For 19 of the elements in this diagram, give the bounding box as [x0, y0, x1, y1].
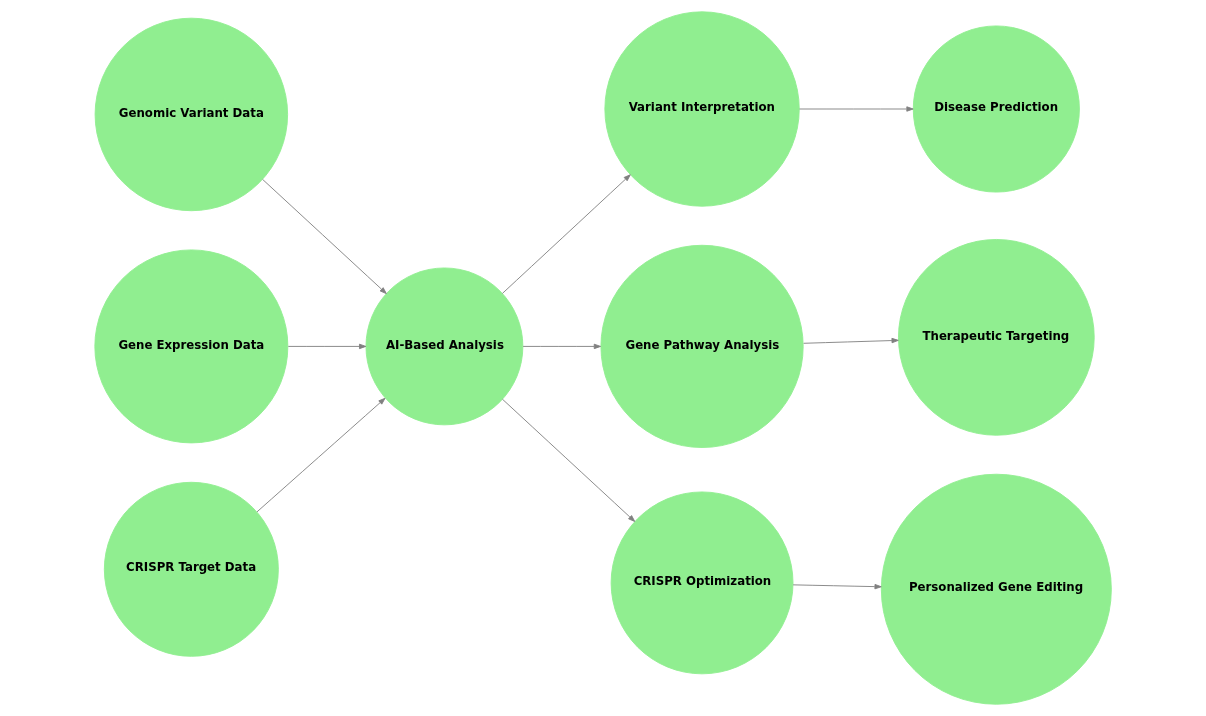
arrow [501, 398, 636, 522]
node-circle: Genomic Variant Data [94, 17, 289, 212]
arrow [262, 178, 387, 295]
node-circle: Variant Interpretation [604, 11, 800, 207]
arrow [287, 343, 367, 350]
arrow [501, 174, 631, 294]
arrow [792, 583, 882, 590]
node-circle: Therapeutic Targeting [898, 239, 1095, 436]
node-circle: CRISPR Optimization [610, 491, 794, 675]
arrow [522, 343, 602, 350]
node-circle: Gene Expression Data [94, 249, 289, 444]
arrow [256, 397, 386, 513]
node-circle: Disease Prediction [912, 25, 1080, 193]
node-circle: Personalized Gene Editing [880, 473, 1112, 705]
arrow [799, 106, 914, 112]
node-circle: AI-Based Analysis [365, 267, 524, 426]
node-circle: CRISPR Target Data [103, 481, 279, 657]
node-circle: Gene Pathway Analysis [600, 244, 804, 448]
arrow [803, 337, 899, 344]
